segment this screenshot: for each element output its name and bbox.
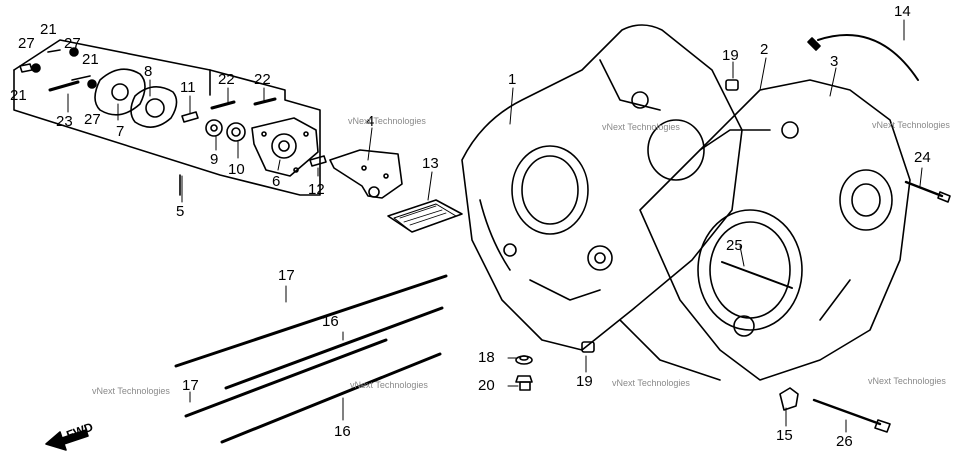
callout-26: 26 <box>836 433 853 450</box>
callout-11: 11 <box>180 79 196 96</box>
stud-25 <box>721 261 793 289</box>
callout-16-lower: 16 <box>334 423 351 440</box>
callout-14: 14 <box>894 3 911 20</box>
callout-19-upper: 19 <box>722 47 739 64</box>
callout-7: 7 <box>116 123 125 140</box>
callout-21-c: 21 <box>10 87 27 104</box>
watermark: vNext Technologies <box>92 386 170 396</box>
oil-pump-plate <box>329 149 403 199</box>
callout-27-a: 27 <box>18 35 35 52</box>
oil-pump-group-frame <box>13 39 321 196</box>
callout-21-b: 21 <box>82 51 99 68</box>
callout-12: 12 <box>308 181 325 198</box>
callout-3: 3 <box>830 53 839 70</box>
callout-16-upper: 16 <box>322 313 339 330</box>
watermark: vNext Technologies <box>872 120 950 130</box>
breather-tube <box>807 34 919 81</box>
callout-19-lower: 19 <box>576 373 593 390</box>
callout-2: 2 <box>760 41 769 58</box>
watermark: vNext Technologies <box>602 122 680 132</box>
callout-6: 6 <box>272 173 281 190</box>
callout-27-c: 27 <box>84 111 101 128</box>
dowel-pins <box>581 79 739 353</box>
callout-22-b: 22 <box>254 71 271 88</box>
oil-pump-body <box>251 117 327 177</box>
bolt-24 <box>904 180 951 203</box>
watermark: vNext Technologies <box>612 378 690 388</box>
callout-15: 15 <box>776 427 793 444</box>
callout-13: 13 <box>422 155 439 172</box>
callout-4: 4 <box>366 113 375 130</box>
leader-lines <box>67 19 923 433</box>
small-bolts-group <box>19 47 97 92</box>
callout-27-b: 27 <box>64 35 81 52</box>
drain-bolt-group <box>515 355 533 391</box>
pump-gears <box>181 97 277 142</box>
callout-5: 5 <box>176 203 185 220</box>
callout-1: 1 <box>508 71 517 88</box>
callout-22-a: 22 <box>218 71 235 88</box>
watermark: vNext Technologies <box>868 376 946 386</box>
right-crankcase-half <box>619 79 911 381</box>
callout-17-lower: 17 <box>182 377 199 394</box>
fwd-arrow-icon <box>45 429 89 451</box>
callout-25: 25 <box>726 237 743 254</box>
bolt-26 <box>812 398 891 433</box>
callout-9: 9 <box>210 151 219 168</box>
clip-15 <box>779 387 799 411</box>
watermark: vNext Technologies <box>350 380 428 390</box>
left-crankcase-half <box>461 24 743 351</box>
callout-17-upper: 17 <box>278 267 295 284</box>
callout-10: 10 <box>228 161 245 178</box>
callout-24: 24 <box>914 149 931 166</box>
oil-pump-cover <box>94 68 178 128</box>
long-studs <box>174 274 448 444</box>
callout-21-a: 21 <box>40 21 57 38</box>
callout-8: 8 <box>144 63 153 80</box>
callout-18: 18 <box>478 349 495 366</box>
callout-20: 20 <box>478 377 495 394</box>
oil-filter-screen <box>387 199 463 233</box>
watermark: vNext Technologies <box>348 116 426 126</box>
callout-23: 23 <box>56 113 73 130</box>
